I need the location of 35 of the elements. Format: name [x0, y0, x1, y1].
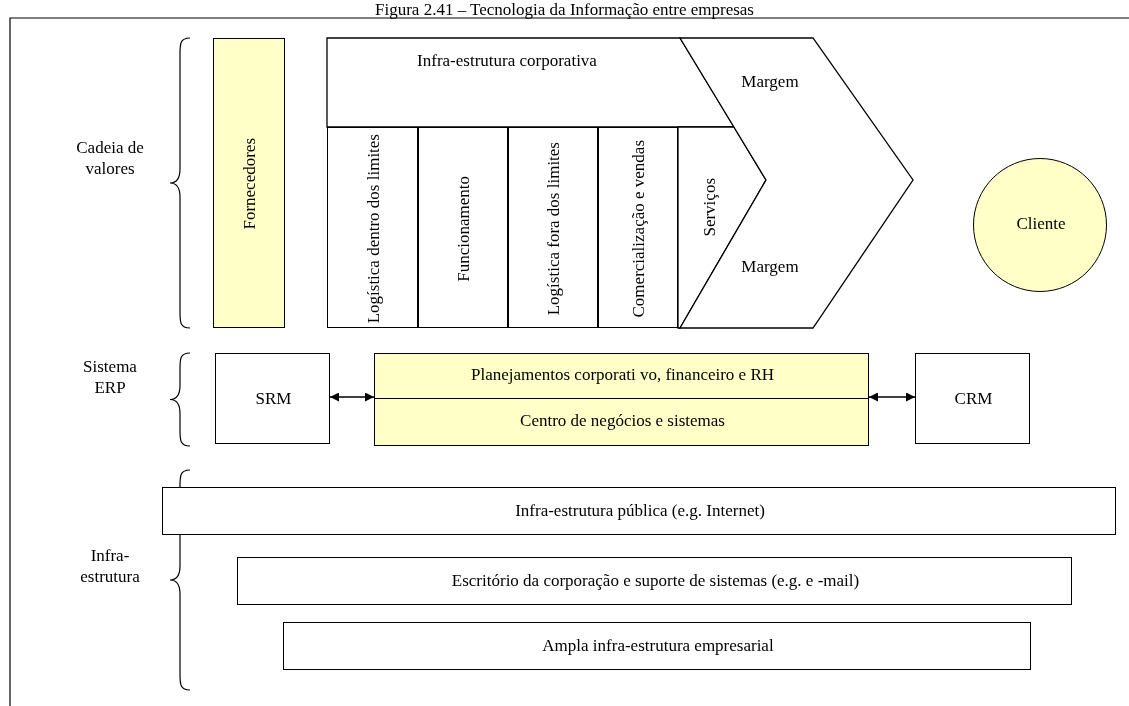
node-text: CRM — [953, 388, 994, 410]
node-text: Cliente — [1015, 213, 1067, 235]
double-arrow — [868, 392, 916, 402]
node-text: Logística fora dos limites — [543, 141, 565, 316]
process-box — [162, 487, 1116, 535]
process-box — [215, 353, 330, 444]
highlighted-box — [213, 38, 285, 328]
process-box — [327, 127, 418, 328]
node-text: Escritório da corporação e suporte de sistemas (e.g. e -mail) — [450, 570, 861, 592]
section-label: Sistema ERP — [82, 356, 138, 399]
process-box — [508, 127, 598, 328]
figure-title: Figura 2.41 – Tecnologia da Informação entre empresas — [374, 0, 755, 21]
section-label: Infra-estrutura — [79, 545, 141, 588]
double-arrow — [329, 392, 375, 402]
process-box — [915, 353, 1030, 444]
node-text: Margem — [740, 256, 800, 278]
node-text: Funcionamento — [453, 175, 475, 282]
section-label: Cadeia de valores — [75, 137, 145, 180]
node-text: Ampla infra-estrutura empresarial — [541, 635, 775, 657]
node-text: Infra-estrutura pública (e.g. Internet) — [514, 500, 766, 522]
node-text: Logística dentro dos limites — [362, 133, 384, 324]
node-text: Serviços — [699, 177, 721, 237]
node-text: Fornecedores — [239, 138, 261, 230]
process-box — [283, 622, 1031, 670]
chevron-shape — [680, 38, 914, 328]
node-text: Comercialização e vendas — [628, 139, 650, 318]
node-text: Infra-estrutura corporativa — [416, 50, 598, 72]
node-text: SRM — [254, 388, 293, 410]
process-box — [237, 557, 1072, 605]
process-box — [598, 127, 678, 328]
node-text: Margem — [740, 71, 800, 93]
node-text: Centro de negócios e sistemas — [519, 410, 726, 432]
node-text: Planejamentos corporati vo, financeiro e RH — [469, 364, 776, 386]
highlighted-box — [374, 353, 869, 446]
process-box — [418, 127, 508, 328]
